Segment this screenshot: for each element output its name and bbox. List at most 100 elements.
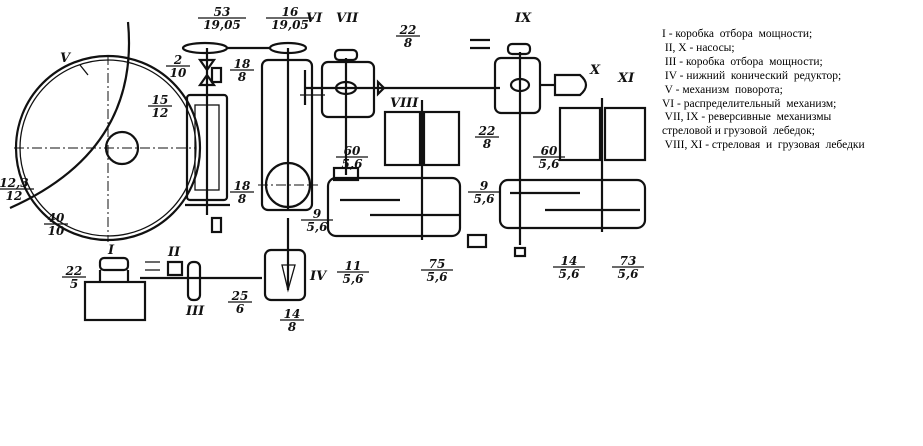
ratio-numerator: 60 [541, 144, 558, 158]
gear-ratio-f18a: 188 [230, 57, 254, 84]
ratio-numerator: 9 [313, 207, 322, 221]
label-unit-iv: IV [309, 269, 328, 284]
gear-ratio-f14a: 145,6 [553, 254, 585, 281]
ratio-denominator: 5,6 [559, 267, 581, 281]
gear-ratio-f18b: 188 [230, 179, 254, 206]
gear-ratio-f2: 210 [166, 53, 190, 80]
ratio-numerator: 73 [620, 254, 637, 268]
label-unit-iii: III [185, 304, 205, 319]
slewing-mechanism-v [9, 21, 202, 242]
gear-ratio-f123: 12,312 [0, 176, 34, 203]
ratio-numerator: 75 [429, 257, 446, 271]
ratio-denominator: 6 [236, 302, 245, 316]
gear-ratio-f73: 735,6 [612, 254, 644, 281]
gear-ratio-labels: 5319,051619,05210151212,3124010188188228… [0, 5, 644, 334]
ratio-denominator: 8 [404, 36, 413, 50]
slewing-ring-arc [9, 21, 131, 210]
ratio-numerator: 12,3 [0, 176, 29, 190]
ratio-denominator: 5,6 [343, 272, 365, 286]
pto-box-iii [186, 260, 202, 302]
label-unit-xi: XI [617, 71, 635, 86]
gear-ratio-f9a: 95,6 [301, 207, 333, 234]
label-unit-ii: II [167, 245, 181, 260]
ratio-numerator: 11 [345, 259, 362, 273]
legend: I - коробка отбора мощности; II, X - нас… [662, 28, 865, 153]
reversing-mechanism-vii [305, 48, 500, 175]
ratio-numerator: 15 [152, 93, 169, 107]
legend-item: III - коробка отбора мощности; [662, 55, 823, 68]
label-unit-ix: IX [514, 11, 532, 26]
boom-winch-viii [326, 100, 462, 240]
pump-x [553, 73, 588, 97]
label-unit-x: X [589, 63, 601, 78]
ratio-numerator: 60 [344, 144, 361, 158]
legend-item: IV - нижний конический редуктор; [662, 69, 842, 82]
ratio-numerator: 53 [214, 5, 231, 19]
ratio-denominator: 5,6 [539, 157, 561, 171]
engine-block [83, 280, 147, 322]
ratio-denominator: 5,6 [307, 220, 329, 234]
ratio-numerator: 16 [282, 5, 299, 19]
legend-item: VII, IX - реверсивные механизмы [662, 111, 832, 124]
gear-ratio-f14b: 148 [280, 307, 304, 334]
legend-item: I - коробка отбора мощности; [662, 28, 813, 40]
ratio-numerator: 18 [234, 179, 251, 193]
legend-item: стреловой и грузовой лебедок; [662, 125, 815, 138]
reversing-mechanism-ix [470, 38, 588, 245]
gear-ratio-f9b: 95,6 [468, 179, 500, 206]
ratio-denominator: 12 [152, 106, 169, 120]
ratio-denominator: 8 [238, 70, 247, 84]
distribution-mechanism-vi [258, 48, 325, 212]
pto-box-i [98, 256, 130, 272]
label-unit-vi: VI [306, 11, 323, 26]
ratio-denominator: 5,6 [342, 157, 364, 171]
legend-item: VI - распределительный механизм; [662, 97, 837, 110]
ratio-numerator: 25 [231, 289, 249, 303]
ratio-denominator: 10 [48, 224, 65, 238]
gear-ratio-f22b: 228 [475, 124, 499, 151]
bevel-reducer-iv [263, 248, 307, 302]
ratio-denominator: 5,6 [427, 270, 449, 284]
ratio-denominator: 8 [238, 192, 247, 206]
gear-ratio-f11: 115,6 [337, 259, 369, 286]
ratio-numerator: 22 [65, 264, 83, 278]
hoist-winch-xi [466, 98, 647, 258]
gear-ratio-f25: 256 [228, 289, 252, 316]
legend-item: V - механизм поворота; [662, 83, 783, 96]
ratio-numerator: 14 [284, 307, 301, 321]
pump-ii [166, 260, 184, 277]
ratio-denominator: 8 [483, 137, 492, 151]
label-unit-viii: VIII [390, 96, 419, 111]
ratio-denominator: 5,6 [474, 192, 496, 206]
ratio-denominator: 8 [288, 320, 297, 334]
ratio-numerator: 18 [234, 57, 251, 71]
label-unit-vii: VII [336, 11, 359, 26]
ratio-denominator: 19,05 [271, 18, 309, 32]
ratio-denominator: 19,05 [203, 18, 241, 32]
ratio-numerator: 22 [399, 23, 417, 37]
gear-ratio-f75: 755,6 [421, 257, 453, 284]
ratio-denominator: 5,6 [618, 267, 640, 281]
gear-ratio-f22a: 228 [396, 23, 420, 50]
chain-drive [181, 41, 308, 234]
ratio-numerator: 40 [48, 211, 65, 225]
ratio-numerator: 2 [173, 53, 182, 67]
legend-item: II, X - насосы; [662, 41, 735, 54]
lower-drive-line [83, 218, 307, 322]
gear-ratio-f60a: 605,6 [336, 144, 368, 171]
ratio-numerator: 9 [480, 179, 489, 193]
gear-ratio-f60b: 605,6 [533, 144, 565, 171]
ratio-denominator: 5 [70, 277, 78, 291]
legend-item: VIII, XI - стреловая и грузовая лебедки [662, 139, 865, 152]
gear-ratio-f22c: 225 [62, 264, 86, 291]
ratio-denominator: 10 [170, 66, 187, 80]
ratio-denominator: 12 [6, 189, 23, 203]
label-unit-v: V [60, 51, 72, 66]
ratio-numerator: 22 [478, 124, 496, 138]
